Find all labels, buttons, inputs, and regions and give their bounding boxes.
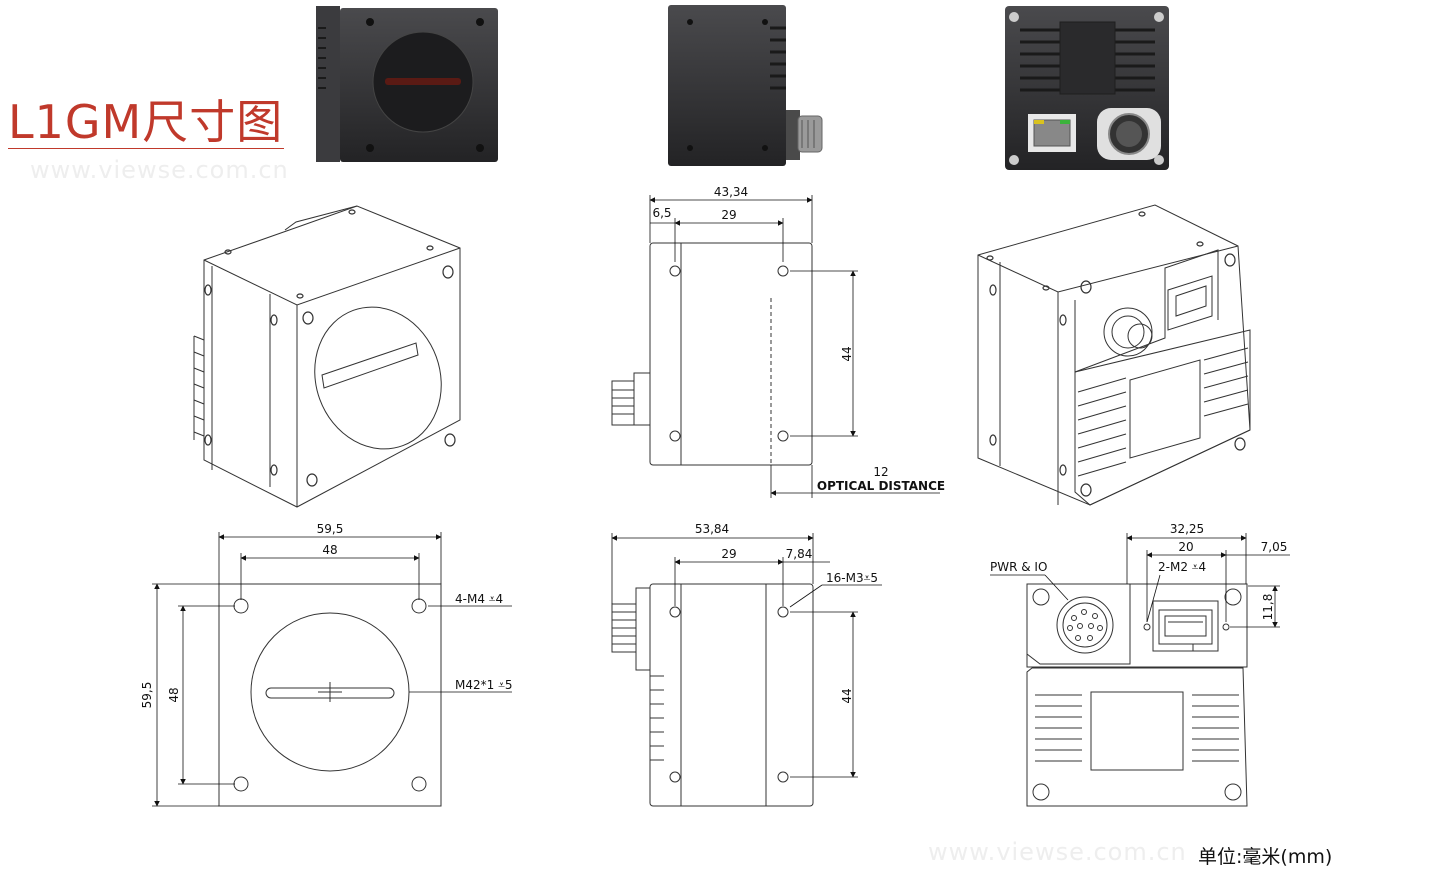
dim-front-width: 59,5 <box>317 522 344 536</box>
rear-view <box>1026 583 1248 807</box>
dim-overall-bottom: 53,84 <box>695 522 729 536</box>
side-view-bottom <box>611 583 814 807</box>
dim-optical-label: OPTICAL DISTANCE <box>817 479 945 493</box>
dim-front-holes-w: 48 <box>322 543 337 557</box>
photo-rear <box>1005 6 1169 170</box>
dim-optical-value: 12 <box>873 465 888 479</box>
dim-rear-holes: 20 <box>1178 540 1193 554</box>
watermark-bottom: www.viewse.com.cn <box>928 838 1187 866</box>
photo-side <box>668 5 823 166</box>
dim-overall-top: 43,34 <box>714 185 748 199</box>
dim-height-top: 44 <box>840 346 854 361</box>
label-pwr-io: PWR & IO <box>990 560 1047 574</box>
side-view-bottom-dims <box>611 533 882 778</box>
dim-offset-top: 6,5 <box>652 206 671 220</box>
dim-offset-bottom: 7,84 <box>786 547 813 561</box>
iso-front-view <box>193 205 461 508</box>
dim-holes-bottom: 29 <box>721 547 736 561</box>
dim-rear-offset: 7,05 <box>1261 540 1288 554</box>
rear-view-dims <box>990 533 1290 628</box>
label-m4-screws: 4-M4 ⩡4 <box>455 592 503 606</box>
label-m2-screws: 2-M2 ⩡4 <box>1158 560 1206 574</box>
label-m3-screws: 16-M3⩡5 <box>826 571 878 585</box>
dim-holes-top: 29 <box>721 208 736 222</box>
dim-height-bottom: 44 <box>840 688 854 703</box>
label-m42-mount: M42*1 ⩡5 <box>455 678 512 692</box>
dim-rear-overall: 32,25 <box>1170 522 1204 536</box>
dim-front-height: 59,5 <box>140 682 154 709</box>
photo-front <box>316 6 498 162</box>
watermark-top: www.viewse.com.cn <box>30 156 289 184</box>
iso-rear-view <box>977 204 1251 506</box>
dim-rear-vertical: 11,8 <box>1261 594 1275 621</box>
title-underline <box>8 148 284 149</box>
side-view-top-dims <box>649 195 940 498</box>
side-view-top <box>611 242 813 466</box>
dim-front-holes-h: 48 <box>167 687 181 702</box>
front-view-dims <box>152 532 512 807</box>
front-view <box>218 583 442 807</box>
unit-note: 单位:毫米(mm) <box>1198 846 1333 868</box>
page-title: L1GM尺寸图 <box>8 95 284 149</box>
